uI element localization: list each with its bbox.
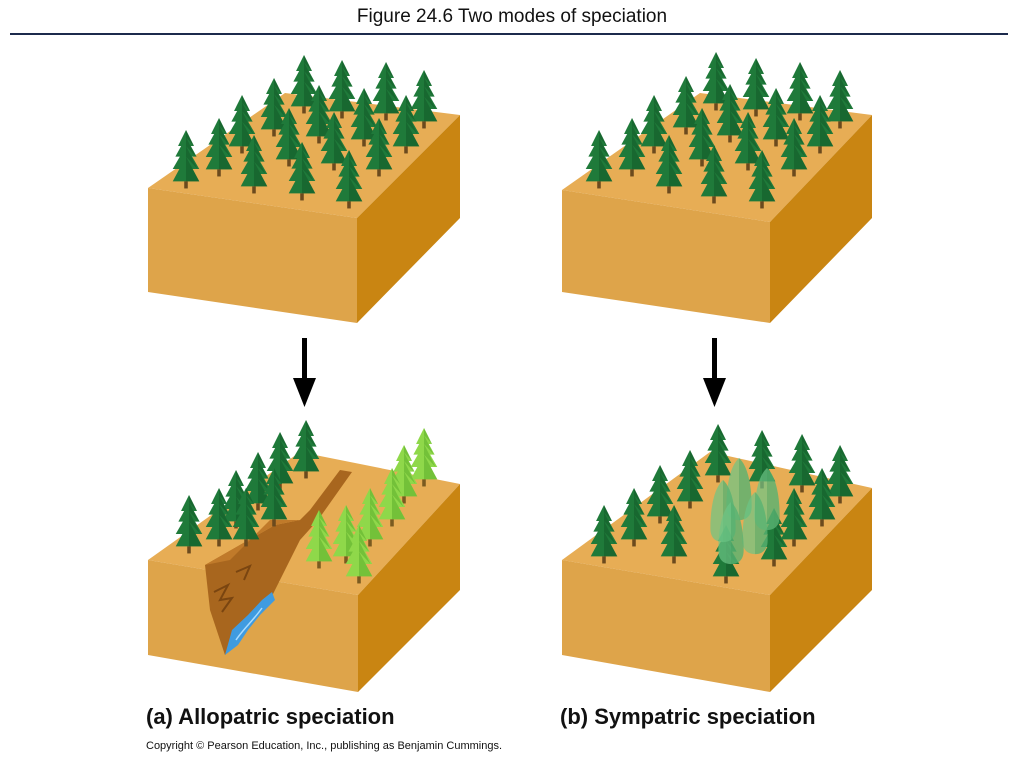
block-bottom-left xyxy=(148,452,460,692)
slide-title: Figure 24.6 Two modes of speciation xyxy=(356,6,668,27)
copyright-notice: Copyright © Pearson Education, Inc., pub… xyxy=(146,740,503,752)
arrow-down-right xyxy=(703,338,726,407)
caption-allopatric: (a) Allopatric speciation xyxy=(146,704,395,729)
caption-sympatric: (b) Sympatric speciation xyxy=(560,704,816,729)
river xyxy=(225,592,275,655)
canyon xyxy=(205,470,352,655)
title-rule xyxy=(10,33,1008,35)
speciation-diagram xyxy=(148,52,872,692)
arrow-down-left xyxy=(293,338,316,407)
